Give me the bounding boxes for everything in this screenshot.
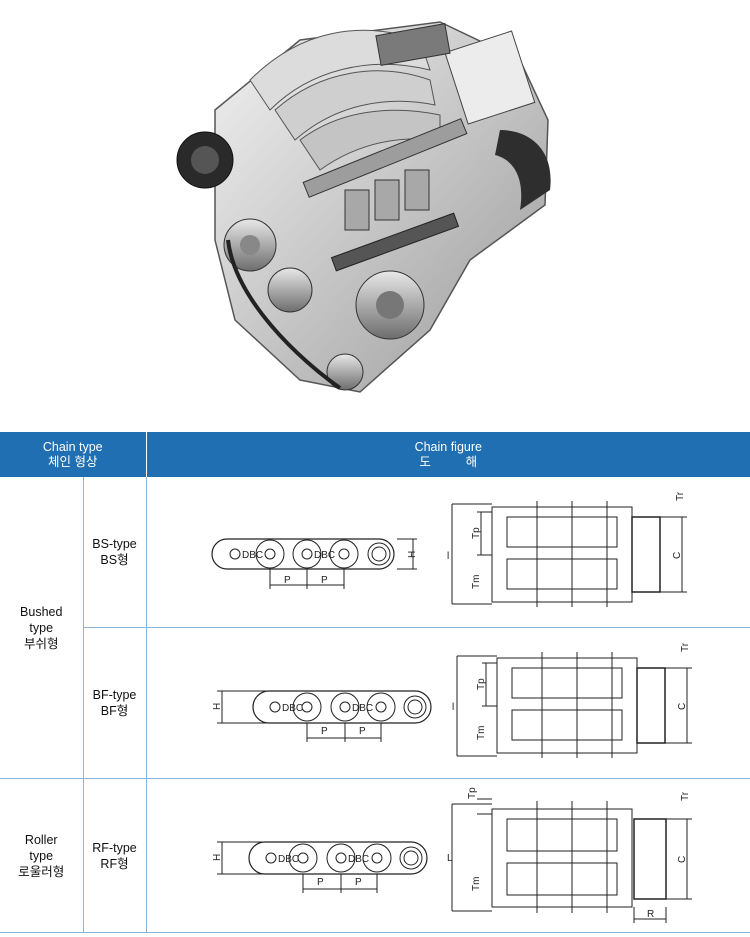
dbc-label: DBC bbox=[314, 550, 335, 561]
chain-type-header-ko: 체인 형상 bbox=[48, 454, 98, 469]
c-label: C bbox=[672, 552, 683, 559]
type-label-ko: BS형 bbox=[100, 553, 129, 567]
height-label: H bbox=[407, 551, 418, 558]
c-label: C bbox=[677, 856, 688, 863]
length-label: l bbox=[447, 551, 449, 562]
length-label: L bbox=[447, 853, 453, 864]
pitch-label: P bbox=[317, 877, 324, 888]
figure-cell-bs: DBC DBC P P H bbox=[146, 477, 750, 628]
type-label-en: BF-type bbox=[92, 688, 137, 702]
pitch-label: P bbox=[359, 726, 366, 737]
bs-side-view: DBC DBC P P H bbox=[210, 538, 418, 589]
group-cell-roller: Roller type 로울러형 bbox=[0, 778, 84, 933]
tr-label: Tr bbox=[680, 642, 691, 652]
pitch-label: P bbox=[355, 877, 362, 888]
table-header-row: Chain type 체인 형상 Chain figure 도 해 bbox=[0, 432, 750, 477]
chain-figure-header-en: Chain figure bbox=[414, 439, 482, 454]
type-cell-bf: BF-type BF형 bbox=[83, 627, 147, 779]
rf-top-view: L Tp Tm C Tr R bbox=[447, 787, 692, 923]
bf-side-view: H DBC DBC P P bbox=[212, 690, 432, 742]
chain-figure-header-ko: 도 해 bbox=[419, 454, 478, 469]
bs-top-view: l Tp Tm C Tr bbox=[447, 491, 687, 607]
type-label-en: RF-type bbox=[92, 840, 137, 855]
type-cell-rf: RF-type RF형 bbox=[83, 778, 147, 933]
dbc-label: DBC bbox=[278, 854, 299, 865]
dbc-label: DBC bbox=[282, 703, 303, 714]
dbc-label: DBC bbox=[352, 703, 373, 714]
pitch-label: P bbox=[321, 726, 328, 737]
group-label-line: Roller bbox=[24, 832, 58, 847]
height-label: H bbox=[212, 703, 223, 710]
type-label-en: BS-type bbox=[92, 537, 137, 551]
pitch-label: P bbox=[321, 575, 328, 586]
engine-cutaway-image bbox=[176, 21, 551, 393]
engine-illustration bbox=[0, 0, 750, 432]
type-cell-bs: BS-type BS형 bbox=[83, 477, 147, 628]
dbc-label: DBC bbox=[348, 854, 369, 865]
chain-type-header-en: Chain type bbox=[42, 439, 103, 454]
group-label-line: 부쉬형 bbox=[23, 636, 59, 651]
type-label-ko: RF형 bbox=[100, 856, 129, 871]
bf-chain-drawing: H DBC DBC P P bbox=[212, 642, 692, 758]
c-label: C bbox=[677, 703, 688, 710]
chain-spec-table: Chain type 체인 형상 Chain figure 도 해 Bushed… bbox=[0, 432, 750, 933]
r-label: R bbox=[647, 909, 654, 920]
group-label-line: type bbox=[29, 620, 54, 635]
table-row: Roller type 로울러형 RF-type RF형 H DBC bbox=[0, 778, 750, 933]
group-label-line: 로울러형 bbox=[18, 864, 65, 879]
tm-label: Tm bbox=[471, 877, 482, 891]
figure-cell-bf: H DBC DBC P P bbox=[146, 627, 750, 779]
tm-label: Tm bbox=[476, 726, 487, 740]
figure-cell-rf: H DBC DBC P P bbox=[146, 778, 750, 933]
pitch-label: P bbox=[284, 575, 291, 586]
tr-label: Tr bbox=[675, 491, 686, 501]
tm-label: Tm bbox=[471, 575, 482, 589]
tp-label: Tp bbox=[467, 787, 478, 799]
group-cell-bushed: Bushed type 부쉬형 bbox=[0, 477, 84, 779]
table-row: BF-type BF형 H DBC DBC bbox=[0, 627, 750, 779]
height-label: H bbox=[212, 854, 223, 861]
chain-figure-header: Chain figure 도 해 bbox=[146, 432, 750, 477]
tp-label: Tp bbox=[476, 678, 487, 690]
chain-type-header: Chain type 체인 형상 bbox=[0, 432, 147, 477]
length-label: l bbox=[452, 702, 454, 713]
group-label-line: type bbox=[29, 848, 54, 863]
tr-label: Tr bbox=[680, 791, 691, 801]
bf-top-view: l Tp Tm C Tr bbox=[452, 642, 692, 758]
table-row: Bushed type 부쉬형 BS-type BS형 DBC D bbox=[0, 477, 750, 779]
bs-chain-drawing: DBC DBC P P H bbox=[210, 491, 687, 607]
type-label-ko: BF형 bbox=[100, 704, 129, 718]
dbc-label: DBC bbox=[242, 550, 263, 561]
rf-side-view: H DBC DBC P P bbox=[212, 841, 428, 893]
tp-label: Tp bbox=[471, 527, 482, 539]
group-label-line: Bushed bbox=[20, 604, 63, 619]
rf-chain-drawing: H DBC DBC P P bbox=[212, 787, 692, 923]
